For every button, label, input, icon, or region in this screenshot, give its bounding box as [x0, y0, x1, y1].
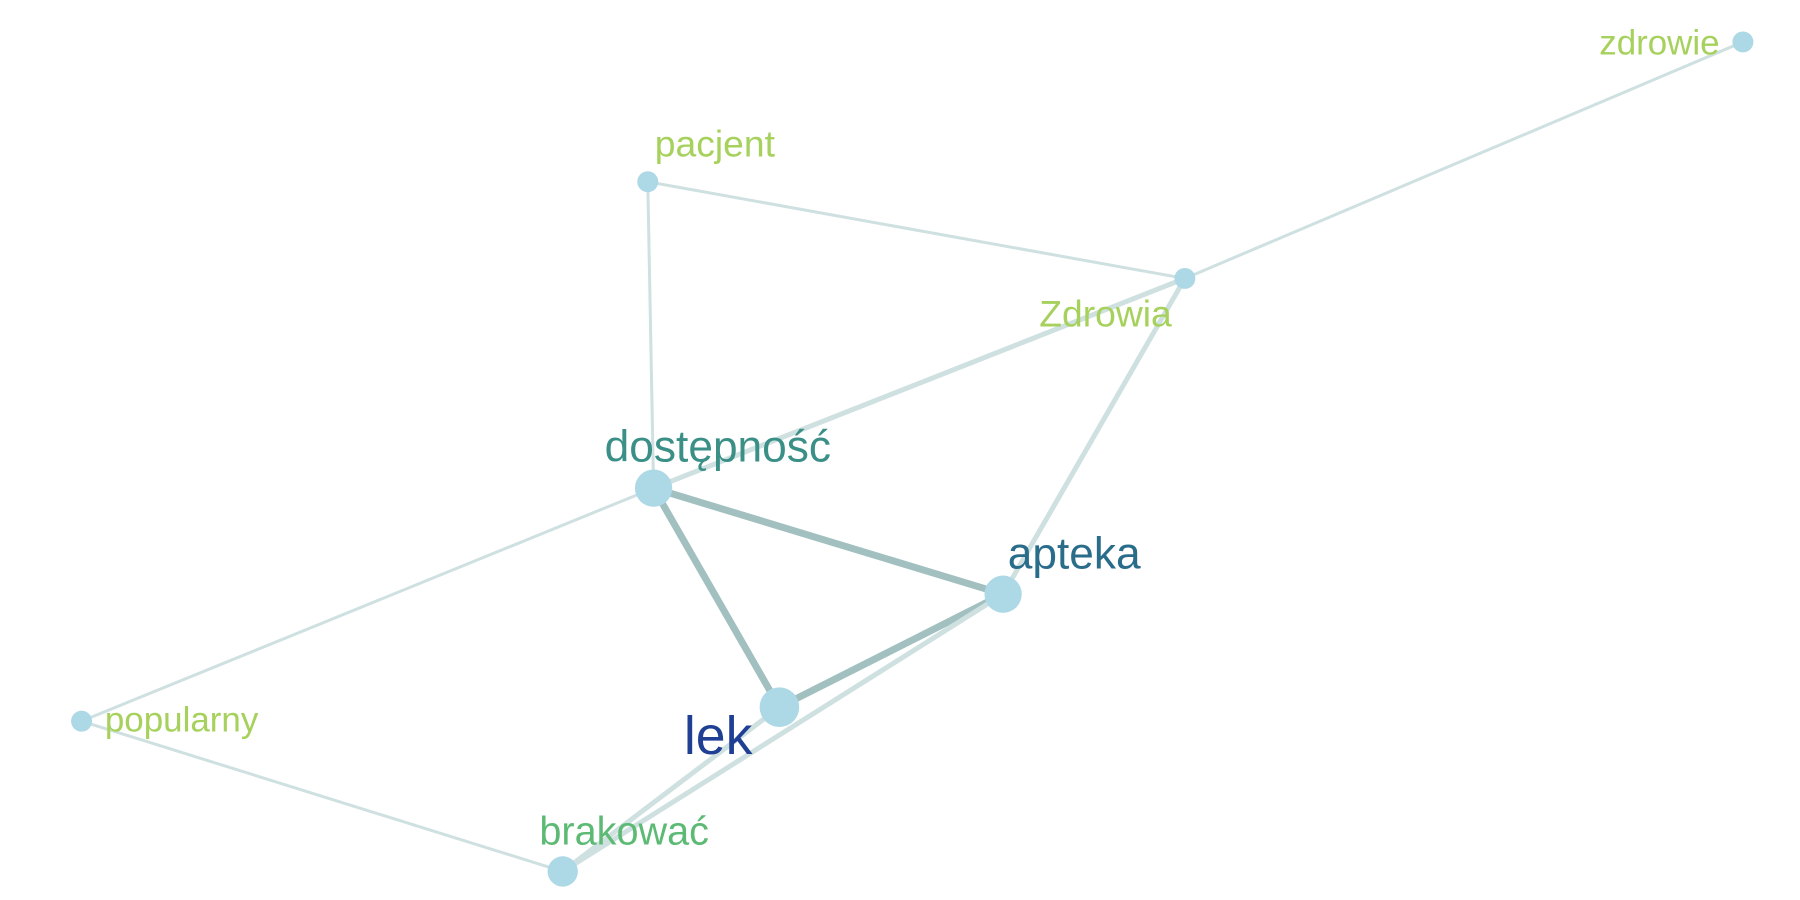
- edge-apteka-lek: [775, 590, 1007, 711]
- node-label-apteka: apteka: [1008, 530, 1141, 579]
- node-pacjent: [637, 171, 659, 193]
- node-lek: [759, 687, 800, 727]
- node-label-brakowac: brakować: [539, 810, 709, 854]
- edge-lek-brakowac: [560, 704, 782, 874]
- node-zdrowie: [1732, 31, 1754, 53]
- node-label-pacjent: pacjent: [655, 123, 776, 165]
- node-brakowac: [547, 856, 578, 887]
- node-label-lek: lek: [684, 706, 753, 766]
- node-popularny: [71, 710, 93, 732]
- node-label-zdrowie: zdrowie: [1599, 24, 1719, 63]
- node-dostepnosc: [634, 469, 673, 507]
- edge-zdrowie-Zdrowia: [1183, 40, 1745, 280]
- node-Zdrowia: [1174, 267, 1196, 289]
- edge-dostepnosc-popularny: [80, 486, 656, 723]
- edge-dostepnosc-apteka: [650, 484, 1007, 598]
- edge-pacjent-Zdrowia: [646, 180, 1187, 280]
- edge-Zdrowia-dostepnosc: [651, 275, 1188, 491]
- node-label-popularny: popularny: [105, 701, 259, 740]
- node-apteka: [984, 575, 1022, 613]
- node-label-Zdrowia: Zdrowia: [1039, 293, 1172, 335]
- graph-edges: [80, 40, 1745, 874]
- node-label-dostepnosc: dostępność: [605, 422, 831, 471]
- edge-dostepnosc-lek: [650, 484, 783, 711]
- edge-Zdrowia-apteka: [1000, 275, 1188, 597]
- edge-popularny-brakowac: [80, 719, 565, 873]
- edge-apteka-brakowac: [560, 591, 1006, 874]
- graph-nodes: [71, 31, 1754, 887]
- edge-pacjent-dostepnosc: [646, 180, 656, 490]
